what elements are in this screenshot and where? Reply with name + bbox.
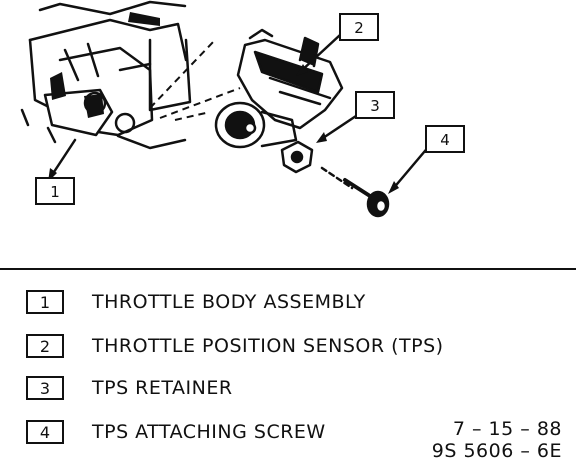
callout-3-number: 3 bbox=[370, 97, 380, 115]
legend-number-box: 1 bbox=[26, 290, 64, 314]
callout-1-number: 1 bbox=[50, 183, 60, 201]
legend-label: THROTTLE BODY ASSEMBLY bbox=[92, 291, 366, 313]
legend-item-4: 4 TPS ATTACHING SCREW bbox=[26, 418, 326, 446]
tps-sensor-drawing bbox=[214, 28, 344, 149]
divider bbox=[0, 268, 576, 270]
legend-number-box: 4 bbox=[26, 420, 64, 444]
callout-3: 3 bbox=[355, 91, 395, 119]
callout-4: 4 bbox=[425, 125, 465, 153]
callout-2: 2 bbox=[339, 13, 379, 41]
legend-item-3: 3 TPS RETAINER bbox=[26, 374, 233, 402]
date-code: 7 – 15 – 88 bbox=[452, 418, 562, 440]
legend-label: TPS ATTACHING SCREW bbox=[92, 421, 326, 443]
exploded-parts-diagram: 1 2 3 4 bbox=[20, 0, 465, 218]
legend-label: TPS RETAINER bbox=[92, 377, 233, 399]
legend-item-2: 2 THROTTLE POSITION SENSOR (TPS) bbox=[26, 332, 444, 360]
callout-1: 1 bbox=[35, 177, 75, 205]
legend-number-box: 2 bbox=[26, 334, 64, 358]
figure-code: 9S 5606 – 6E bbox=[431, 440, 562, 462]
legend-item-1: 1 THROTTLE BODY ASSEMBLY bbox=[26, 288, 366, 316]
legend-number-box: 3 bbox=[26, 376, 64, 400]
legend-label: THROTTLE POSITION SENSOR (TPS) bbox=[92, 335, 444, 357]
tps-screw-drawing bbox=[320, 166, 390, 218]
tps-retainer-drawing bbox=[280, 140, 314, 174]
callout-4-number: 4 bbox=[440, 131, 450, 149]
callout-2-number: 2 bbox=[354, 19, 364, 37]
throttle-body-drawing bbox=[20, 0, 192, 150]
